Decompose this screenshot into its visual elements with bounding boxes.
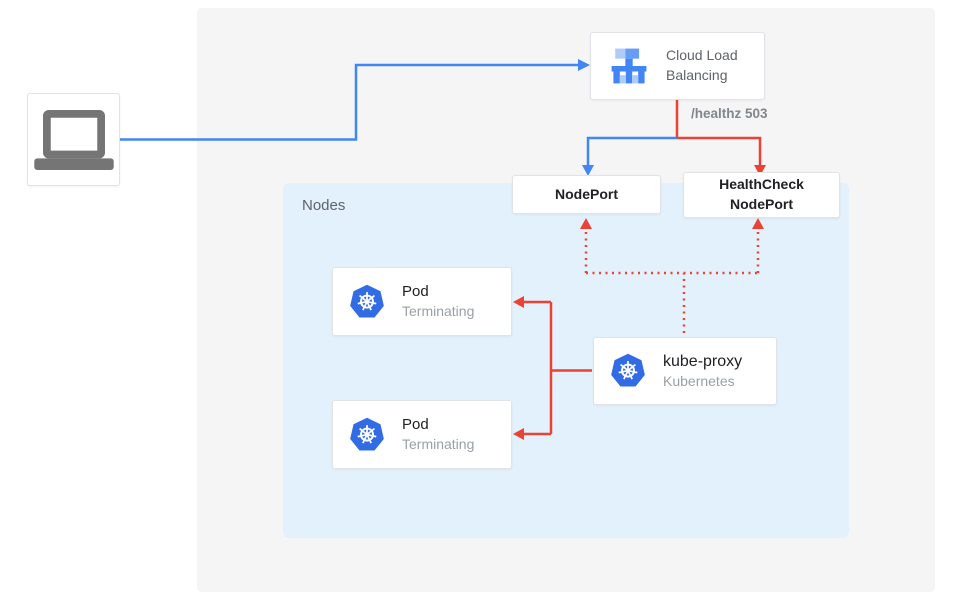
kubernetes-icon [611,353,645,387]
kubeproxy-to-nodeports-dotted-line [584,229,760,333]
kubeproxy-to-pods-line [523,300,592,436]
pod-terminating-2-node: Pod Terminating [332,400,512,469]
cloud-load-balancing-icon [611,48,647,84]
pod-text: Pod Terminating [402,282,474,321]
healthcheck-nodeport-node: HealthCheck NodePort [683,172,840,218]
kubeproxy-to-healthcheck-arrowhead [752,218,764,229]
healthz-annotation: /healthz 503 [691,106,768,121]
kube-proxy-node: kube-proxy Kubernetes [593,337,777,405]
pod-terminating-1-node: Pod Terminating [332,267,512,336]
cloud-load-balancing-label: Cloud Load Balancing [666,47,738,83]
client-to-clb-line [120,63,578,141]
kubeproxy-to-pod2-arrowhead [513,428,524,440]
cloud-load-balancing-node: Cloud Load Balancing [590,32,765,100]
nodeport-node: NodePort [512,175,661,214]
pod-label: Pod [402,282,429,300]
kubernetes-icon [350,417,384,451]
clb-to-healthcheck-arrowhead [754,165,766,176]
kube-proxy-subtitle: Kubernetes [663,373,735,390]
kube-proxy-label: kube-proxy [663,352,743,370]
pod-status: Terminating [402,303,475,320]
kubeproxy-to-pod1-arrowhead [513,296,524,308]
healthcheck-nodeport-label: HealthCheck NodePort [719,176,804,212]
clb-to-nodeport-line [586,136,677,166]
kubernetes-icon [350,284,384,318]
nodes-group-label: Nodes [302,197,346,214]
kubeproxy-to-nodeport-arrowhead [580,218,592,229]
clb-to-healthcheck-line [677,136,762,166]
laptop-icon [33,109,114,170]
clb-to-nodeport-arrowhead [582,165,594,176]
pod-status: Terminating [402,436,475,453]
client-to-clb-arrowhead [578,59,590,71]
pod-label: Pod [402,415,429,433]
nodeport-label: NodePort [555,185,618,202]
kube-proxy-text: kube-proxy Kubernetes [663,351,742,391]
pod-text: Pod Terminating [402,415,474,454]
client-node [27,93,120,186]
